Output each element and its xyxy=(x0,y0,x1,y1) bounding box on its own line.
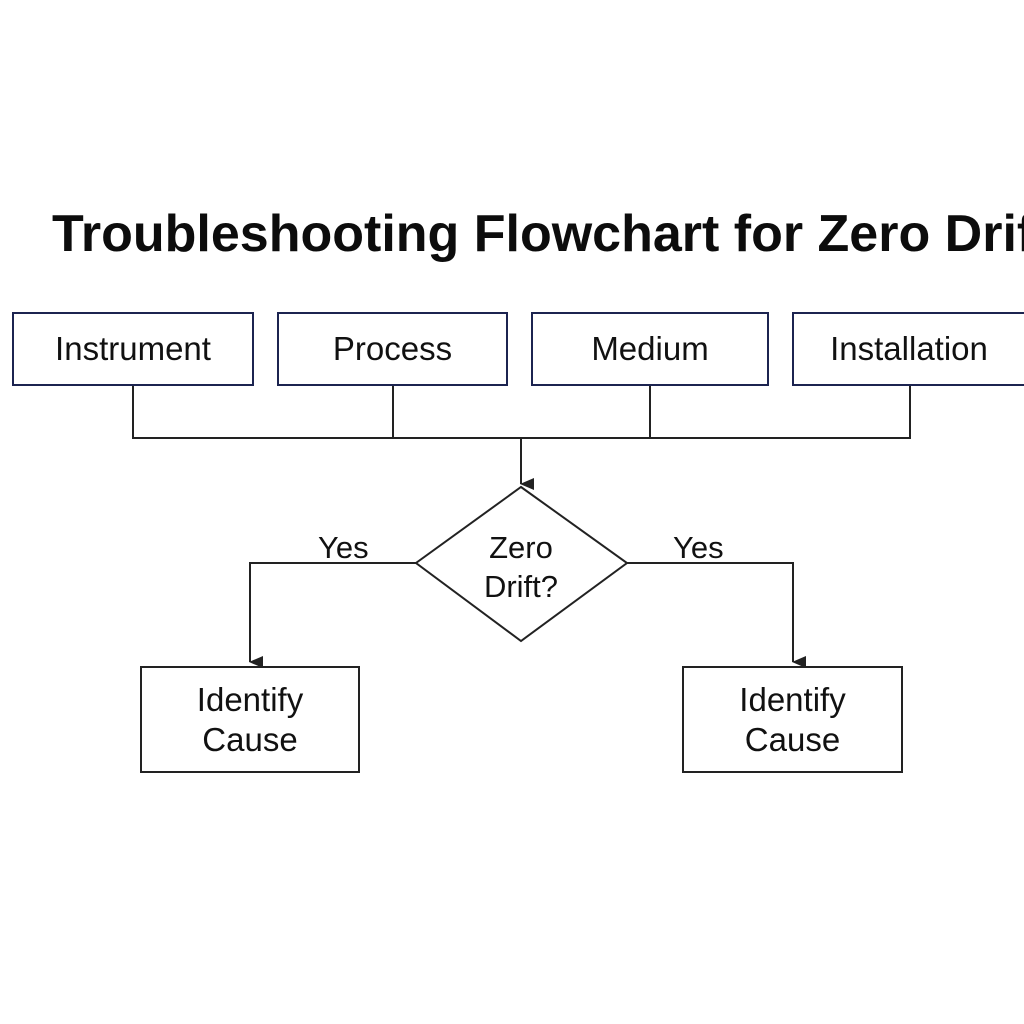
result-line-2: Cause xyxy=(202,720,298,758)
result-line-1: Identify xyxy=(739,680,846,718)
result-line-2: Cause xyxy=(744,720,841,758)
result-line-1: Identify xyxy=(196,680,304,718)
category-box-process: Process xyxy=(277,312,508,386)
category-label: Instrument xyxy=(55,330,211,367)
branch-right-label: Yes xyxy=(673,530,724,565)
branch-left xyxy=(249,562,416,668)
page-title: Troubleshooting Flowchart for Zero Drift xyxy=(52,205,1024,263)
branch-right xyxy=(627,562,806,668)
category-label: Medium xyxy=(591,330,709,367)
category-label: Installation xyxy=(830,330,988,367)
result-box-right: Identify Cause xyxy=(682,666,903,773)
decision-label: Zero Drift? xyxy=(456,528,586,606)
decision-line-1: Zero xyxy=(489,530,553,565)
category-label: Process xyxy=(332,330,453,367)
category-box-installation: Installation xyxy=(792,312,1024,386)
category-box-medium: Medium xyxy=(531,312,769,386)
result-box-left: Identify Cause xyxy=(140,666,360,773)
category-box-instrument: Instrument xyxy=(12,312,254,386)
decision-line-2: Drift? xyxy=(483,569,559,604)
decision-diamond xyxy=(414,485,629,643)
branch-left-label: Yes xyxy=(318,530,369,565)
